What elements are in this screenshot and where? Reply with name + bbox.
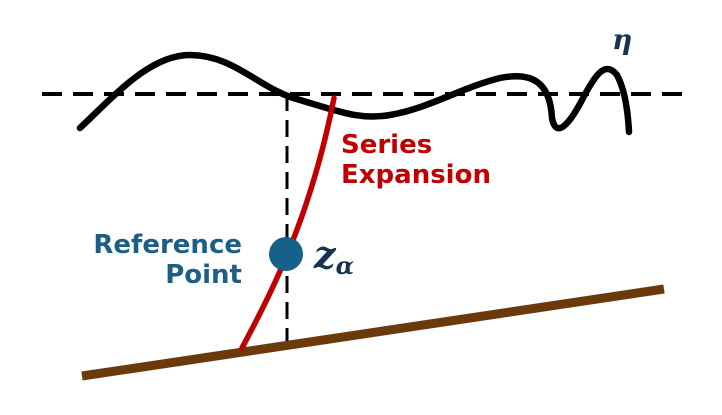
reference-point-marker (269, 237, 303, 271)
free-surface-curve (76, 51, 633, 136)
series-label-line1: Series (341, 130, 433, 160)
sea-bed-line (81, 284, 665, 381)
z-symbol-subscript: α (335, 251, 355, 280)
series-label-line2: Expansion (341, 159, 491, 190)
eta-symbol-text: η (612, 23, 633, 56)
reference-label-line2: Point (165, 259, 242, 290)
series-expansion-label: Series Expansion (341, 130, 491, 191)
eta-symbol-label: η (612, 23, 633, 56)
reference-point-label: Reference Point (92, 230, 242, 291)
reference-label-line1: Reference (93, 230, 242, 260)
z-symbol-main: z (314, 232, 336, 277)
z-alpha-symbol-label: zα (314, 233, 354, 280)
